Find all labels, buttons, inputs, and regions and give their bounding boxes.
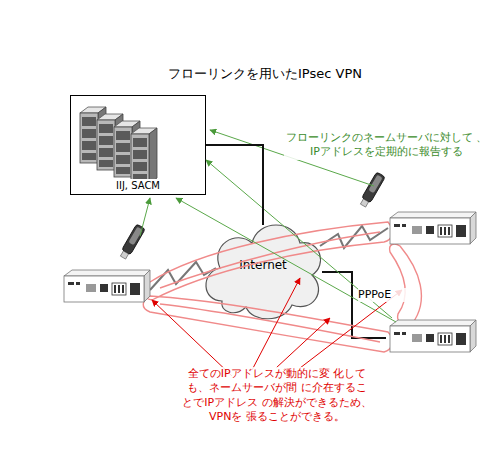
link-label: PPPoE: [358, 288, 418, 302]
callout-arrow: [276, 318, 330, 368]
note-text: フローリンクのネームサーバに対して 、IPアドレスを定期的に報告する: [284, 131, 489, 160]
vpn-tunnel: [143, 296, 392, 352]
vpn-tunnel: [390, 244, 422, 325]
vpn-tunnel: [144, 222, 393, 300]
node-text: IIJ, SACM: [71, 179, 205, 192]
node-text: Internet: [198, 258, 328, 274]
router-device: [64, 270, 150, 302]
note-text: 全てのIPアドレスが動的に変 化しても、ネームサーバが間 に介在することでIPア…: [182, 367, 372, 424]
callout-arrow: [152, 300, 232, 376]
callout-arrow: [252, 278, 300, 370]
router-device: [390, 320, 476, 352]
network-link: [206, 145, 263, 225]
usb-modem: [359, 172, 386, 208]
report-arrow: [176, 198, 396, 322]
router-device: [390, 212, 476, 244]
vpn-tunnel: [160, 232, 380, 342]
server-stack: [80, 107, 157, 184]
report-arrow: [140, 198, 150, 236]
diagram-title: フローリンクを用いたIPsec VPN: [130, 66, 400, 83]
name-server-box: IIJ, SACM: [70, 95, 206, 195]
